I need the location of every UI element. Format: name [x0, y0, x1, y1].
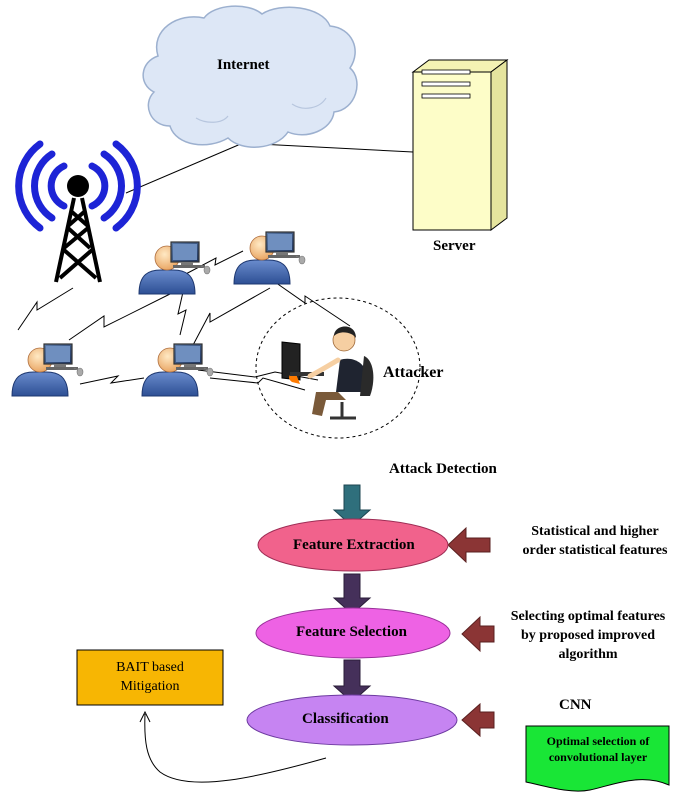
- user-icon-3: [11, 343, 84, 397]
- note-statistical-features: Statistical and higher order statistical…: [522, 524, 668, 558]
- user-icon-4: [141, 343, 214, 397]
- attacker-icon: [281, 326, 374, 420]
- arrow-left-2: [461, 615, 495, 653]
- arrow-down-1: [332, 484, 372, 527]
- stage-feature-extraction: [257, 518, 449, 572]
- cnn-document-text: Optimal selection of convolutional layer: [546, 734, 650, 764]
- note-cnn: CNN: [559, 697, 592, 713]
- server-icon: [411, 59, 509, 231]
- internet-label: Internet: [217, 57, 270, 73]
- server-label: Server: [433, 238, 476, 254]
- user-icon-1: [138, 241, 211, 295]
- attacker-label: Attacker: [383, 364, 444, 381]
- mitigation-box: [76, 649, 224, 706]
- stage-label-selection: Feature Selection: [296, 624, 407, 640]
- arrow-left-3: [461, 702, 495, 738]
- user-icon-2: [233, 231, 306, 285]
- arrow-left-1: [447, 526, 491, 564]
- mitigation-text: BAIT based Mitigation: [116, 660, 184, 694]
- return-arrow: [139, 710, 327, 783]
- cnn-document: [525, 725, 670, 792]
- stage-label-extraction: Feature Extraction: [293, 537, 415, 553]
- arrow-down-2: [332, 573, 372, 615]
- internet-cloud: [142, 5, 358, 148]
- stage-classification: [246, 694, 458, 746]
- arrow-down-3: [332, 659, 372, 703]
- note-optimal-features: Selecting optimal features by proposed i…: [510, 609, 666, 662]
- stage-label-classification: Classification: [302, 711, 389, 727]
- flow-arrows: [332, 484, 495, 738]
- attacker-circle: [255, 297, 421, 439]
- antenna-icon: [15, 140, 141, 283]
- stage-feature-selection: [255, 607, 451, 659]
- attack-detection-heading: Attack Detection: [389, 461, 497, 477]
